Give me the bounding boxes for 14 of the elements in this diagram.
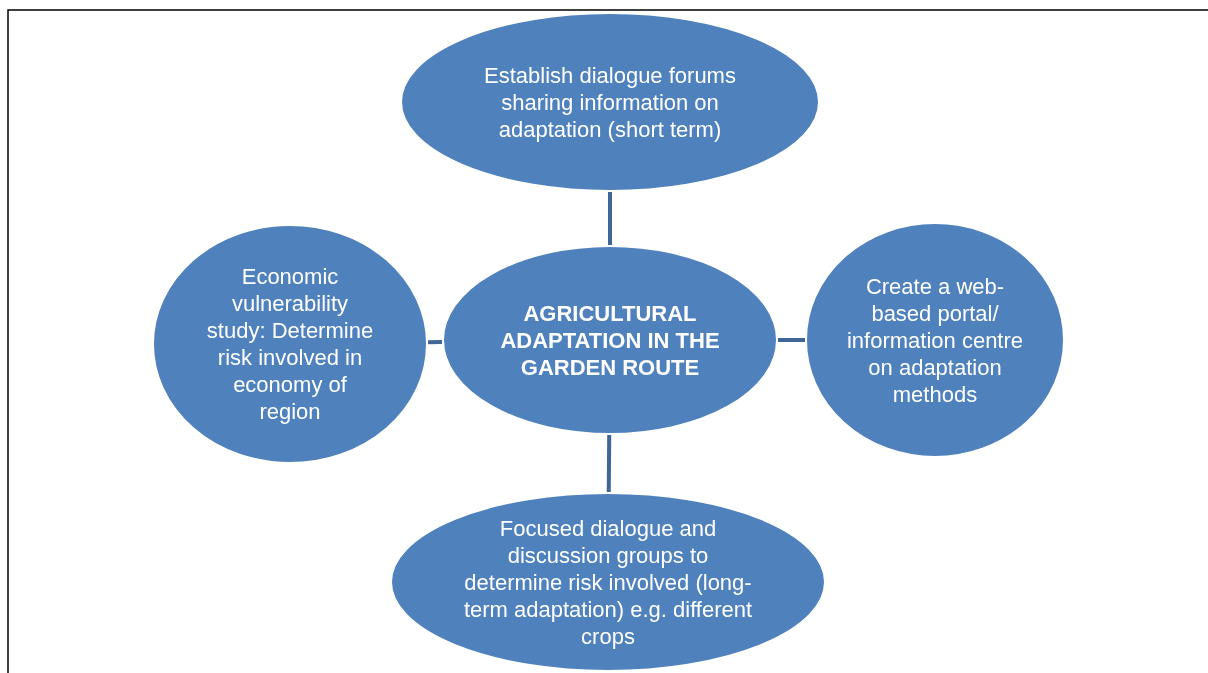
connector-line [606, 434, 612, 493]
connector-line [608, 192, 612, 245]
node-text: Establish dialogue forums sharing information on adaptation (short term) [483, 61, 737, 143]
node-text: Create a web-based portal/ information centre on adaptation methods [845, 272, 1025, 408]
connector-line [427, 340, 443, 345]
node-text: Economic vulnerability study: Determine risk involved in economy of region [205, 263, 375, 425]
node-text: Focused dialogue and discussion groups to determine risk involved (long-term adaptation) e.g. different crops [462, 514, 754, 650]
ellipse-node [805, 222, 1065, 458]
ellipse-node [152, 224, 428, 464]
connector-line [778, 338, 805, 342]
ellipse-node [390, 492, 826, 672]
ellipse-node [442, 245, 778, 435]
node-text: AGRICULTURAL ADAPTATION IN THE GARDEN ROUTE [499, 299, 721, 381]
ellipse-node [400, 12, 820, 192]
